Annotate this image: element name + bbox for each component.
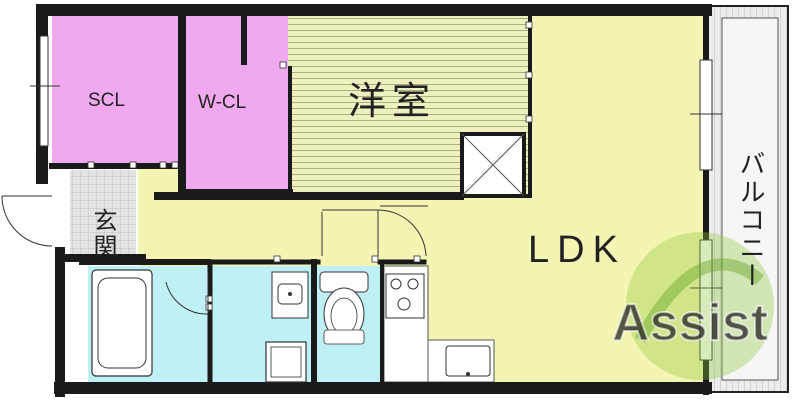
bathtub [91, 269, 153, 377]
room-label-wcl: W-CL [198, 92, 246, 113]
storage-box [460, 132, 526, 198]
toilet [319, 271, 369, 345]
windows [30, 35, 722, 361]
watermark-brand: Assist [612, 294, 768, 352]
room-label-entrance: 玄関 [89, 208, 117, 260]
door-markers [87, 21, 533, 311]
room-label-ldk: LDK [528, 229, 626, 271]
wcl-fill [186, 16, 288, 192]
door-swings [1, 195, 428, 315]
scl-fill [52, 16, 180, 166]
stove [385, 273, 425, 319]
room-label-scl: SCL [88, 90, 125, 111]
balcony [705, 5, 789, 393]
washbasin [271, 271, 309, 319]
room-label-balcony: バルコニー [735, 150, 765, 290]
washing-machine-pan [265, 341, 307, 383]
entrance-tile [70, 170, 136, 254]
room-label-western: 洋室 [348, 79, 436, 123]
kitchen-sink [445, 345, 491, 377]
watermark: Assist [611, 232, 774, 380]
